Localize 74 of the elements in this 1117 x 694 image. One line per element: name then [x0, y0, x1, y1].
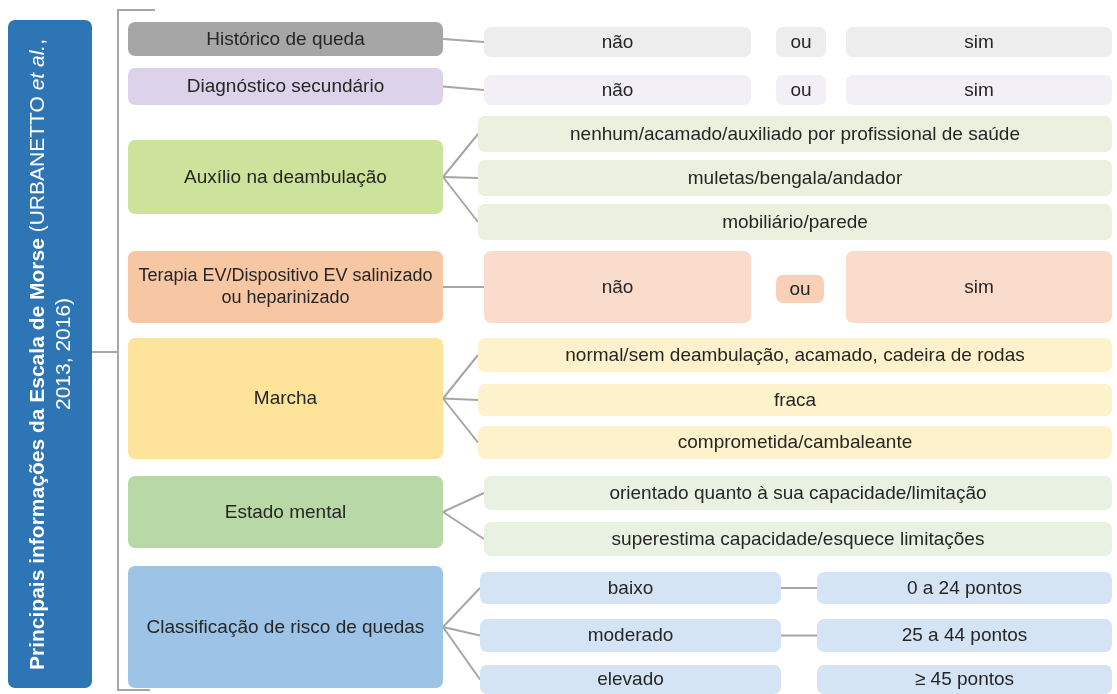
node-label: sim	[964, 275, 994, 299]
category-box	[128, 338, 443, 459]
connector-line	[442, 511, 485, 540]
connector-line	[442, 397, 479, 401]
connector-line	[442, 38, 485, 43]
node-label: 0 a 24 pontos	[906, 576, 1023, 600]
connector-line	[442, 626, 481, 637]
node-label: Auxílio na deambulação	[184, 165, 387, 189]
node-label: superestima capacidade/esquece limitações	[611, 527, 985, 551]
node-label: moderado	[587, 624, 674, 647]
category-box	[128, 68, 443, 105]
node-label: Marcha	[253, 387, 318, 410]
connector-line	[442, 286, 485, 288]
node-label: Terapia EV/Dispositivo EV salinizado ou heparinizado	[137, 265, 434, 309]
connector-line	[442, 626, 481, 681]
node-label: não	[601, 30, 634, 54]
node-label: Classificação de risco de quedas	[146, 615, 425, 639]
option-box	[480, 665, 781, 694]
node-label: ou	[790, 30, 812, 54]
connector-line	[442, 176, 479, 179]
node-label: Estado mental	[224, 500, 347, 524]
node-label: mobiliário/parede	[722, 210, 868, 234]
node-label: fraca	[773, 388, 817, 412]
node-label: Histórico de queda	[206, 27, 365, 51]
option-box	[478, 338, 1112, 372]
connector-line	[780, 587, 818, 589]
score-box	[817, 572, 1112, 604]
connector-line	[780, 634, 818, 637]
category-box	[128, 140, 443, 214]
option-box	[484, 251, 751, 323]
option-box	[478, 384, 1112, 416]
node-label: baixo	[607, 576, 654, 600]
sidebar-title	[8, 20, 92, 688]
connector-line	[442, 587, 481, 628]
node-label: nenhum/acamado/auxiliado por profissional de saúde	[570, 122, 1020, 146]
option-box	[484, 75, 751, 105]
option-box	[478, 426, 1112, 459]
option-box	[478, 160, 1112, 196]
node-label: Diagnóstico secundário	[186, 75, 385, 98]
node-label: muletas/bengala/andador	[687, 166, 903, 190]
option-box	[484, 522, 1112, 556]
connector-line	[442, 397, 479, 444]
category-box	[128, 476, 443, 548]
node-label: sim	[964, 78, 994, 102]
node-label: ou	[790, 78, 812, 102]
node-label: orientado quanto à sua capacidade/limitação	[609, 481, 987, 505]
node-label: não	[601, 275, 634, 299]
option-box	[478, 116, 1112, 152]
option-box	[846, 251, 1112, 323]
option-box	[480, 572, 781, 604]
option-box	[484, 27, 751, 57]
connector-line	[442, 354, 479, 400]
category-box	[128, 251, 443, 323]
score-box	[817, 665, 1112, 694]
node-label: não	[601, 78, 634, 102]
node-label: sim	[964, 30, 994, 54]
title-text: Principais informações da Escala de Morse (URBANETTO et al., 2013, 2016)	[23, 37, 75, 672]
node-label: elevado	[597, 668, 664, 691]
node-label: comprometida/cambaleante	[677, 431, 913, 454]
connector-line	[442, 492, 485, 513]
option-box	[484, 476, 1112, 510]
option-box	[480, 619, 781, 652]
category-box	[128, 566, 443, 688]
node-label: 25 a 44 pontos	[901, 624, 1028, 647]
node-label: normal/sem deambulação, acamado, cadeira de rodas	[565, 343, 1025, 367]
node-label: ≥ 45 pontos	[914, 668, 1015, 691]
node-label: ou	[789, 277, 811, 301]
connector-word	[776, 275, 824, 303]
connector-line	[442, 133, 479, 178]
option-box	[478, 204, 1112, 240]
connector-line	[442, 176, 479, 223]
score-box	[817, 619, 1112, 652]
category-box	[128, 22, 443, 56]
connector-line	[442, 85, 485, 91]
